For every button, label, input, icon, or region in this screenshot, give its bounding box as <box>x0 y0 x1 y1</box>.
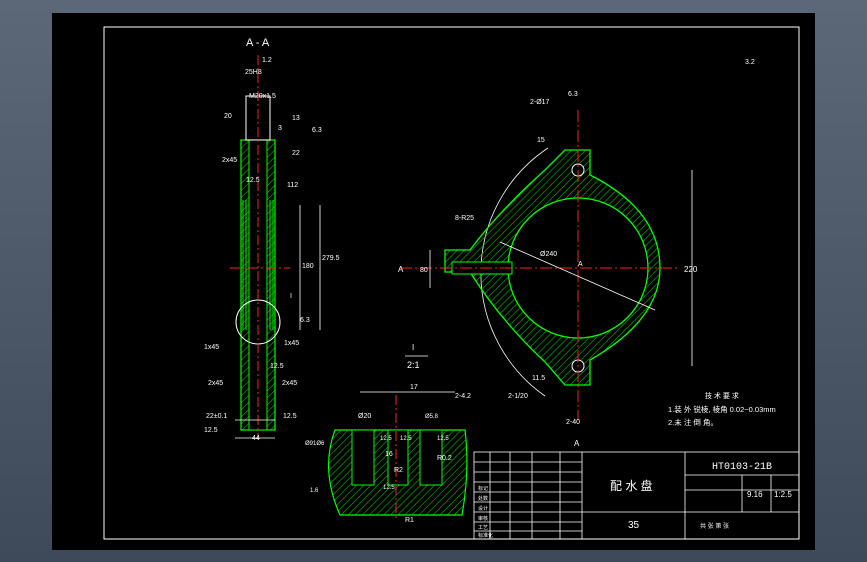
dim-80: 80 <box>420 267 428 274</box>
dim-12-5-d: 12.5 <box>270 363 284 370</box>
dim-240: Ø240 <box>540 251 557 258</box>
dim-180: 180 <box>302 263 314 270</box>
technical-requirements: 技 术 要 求 1.装 外 锐棱, 棱角 0.02~0.03mm 2.未 注 倒… <box>668 391 776 427</box>
dim-22-tol: 22±0.1 <box>206 413 227 420</box>
detail-ref-i: I <box>290 293 292 300</box>
dim-220: 220 <box>684 265 698 274</box>
scale: 1:2.5 <box>774 490 792 499</box>
section-label: A - A <box>246 37 270 49</box>
dim-2-40: 2-40 <box>566 419 580 426</box>
dim-2x45-left: 2x45 <box>208 380 223 387</box>
dim-13: 13 <box>292 115 300 122</box>
dim-20: 20 <box>224 113 232 120</box>
dim-12-5-h: 12.5 <box>437 436 449 442</box>
row-label-4: 工艺 <box>478 525 488 531</box>
dim-6-3-top: 6.3 <box>312 127 322 134</box>
center-a: A <box>578 261 583 268</box>
dim-15: 15 <box>537 137 545 144</box>
dim-r2: R2 <box>394 467 403 474</box>
dim-11-5: 11.5 <box>532 375 545 382</box>
tech-req-line2: 2.未 注 倒 角。 <box>668 417 718 427</box>
dim-2-4-2: 2-4.2 <box>455 393 471 400</box>
dim-6-3-right: 6.3 <box>568 91 578 98</box>
surface-finish-note: 3.2 <box>745 59 755 66</box>
dim-m20: M20x1.5 <box>249 93 276 100</box>
tech-req-line1: 1.装 外 锐棱, 棱角 0.02~0.03mm <box>668 404 776 414</box>
dim-r0-2: R0.2 <box>437 455 452 462</box>
row-label-5: 标准化 <box>478 532 493 539</box>
dim-3: 3 <box>278 125 282 132</box>
drawing-number: HT0103-21B <box>712 462 772 473</box>
dim-12-5-e: 12.5 <box>380 436 392 442</box>
dim-12-5-g: 12.5 <box>383 485 395 491</box>
row-label-2: 设计 <box>478 505 488 512</box>
detail-number: I <box>412 343 414 352</box>
dim-1x45-right: 1x45 <box>284 340 299 347</box>
dim-44: 44 <box>252 435 260 442</box>
dim-22: 22 <box>292 150 300 157</box>
dim-279-5: 279.5 <box>322 255 340 262</box>
dim-12-5-b: 12.5 <box>204 427 218 434</box>
dim-20-detail: Ø20 <box>358 413 371 420</box>
inner-border <box>103 26 800 540</box>
dim-1-6: 1.6 <box>310 488 319 494</box>
view-label-a-bottom: A <box>574 439 580 448</box>
dim-1x45-left: 1x45 <box>204 344 219 351</box>
dim-6-3-mid: 6.3 <box>300 317 310 324</box>
sheet-footer: 共 张 第 张 <box>700 522 729 530</box>
detail-scale-label: I 2:1 <box>405 343 428 370</box>
dim-112: 112 <box>287 182 298 189</box>
section-view-a-a: A - A 25H8 1.2 20 M20x1.5 3 13 22 6.3 2x… <box>204 37 340 442</box>
dim-17: 17 <box>410 384 418 391</box>
dim-12-5-a: 12.5 <box>246 177 260 184</box>
view-label-a-left: A <box>398 265 404 274</box>
detail-view-i: 17 2-4.2 2-1/20 Ø20 12.5 12.5 16 R0.2 R2… <box>305 384 528 524</box>
material: 35 <box>628 520 640 531</box>
dim-25h8: 25H8 <box>245 69 262 76</box>
tech-req-title: 技 术 要 求 <box>705 391 739 400</box>
dim-8-r25: 8-R25 <box>455 215 474 222</box>
dim-2x45-right: 2x45 <box>282 380 297 387</box>
dim-12-5-f: 12.5 <box>400 436 412 442</box>
title-block <box>473 451 800 540</box>
dim-12-5-c: 12.5 <box>283 413 297 420</box>
dim-2-17-top: 2-Ø17 <box>530 99 550 106</box>
detail-scale: 2:1 <box>407 360 420 370</box>
part-name: 配 水 盘 <box>610 478 653 493</box>
dim-91: Ø91Ø6 <box>305 441 325 447</box>
dim-5-8: Ø5.8 <box>425 414 439 420</box>
dim-1-2: 1.2 <box>262 57 272 64</box>
dim-2x45-top: 2x45 <box>222 157 237 164</box>
dim-2-1-20: 2-1/20 <box>508 393 528 400</box>
row-label-0: 标记 <box>478 485 488 492</box>
weight: 9.16 <box>747 490 763 499</box>
dim-r1: R1 <box>405 517 414 524</box>
dim-16: 16 <box>385 451 393 458</box>
row-label-3: 审核 <box>478 515 488 522</box>
row-label-1: 处数 <box>478 495 488 502</box>
main-view: 2-Ø17 6.3 15 8-R25 Ø240 A 80 220 11.5 2-… <box>398 91 698 448</box>
